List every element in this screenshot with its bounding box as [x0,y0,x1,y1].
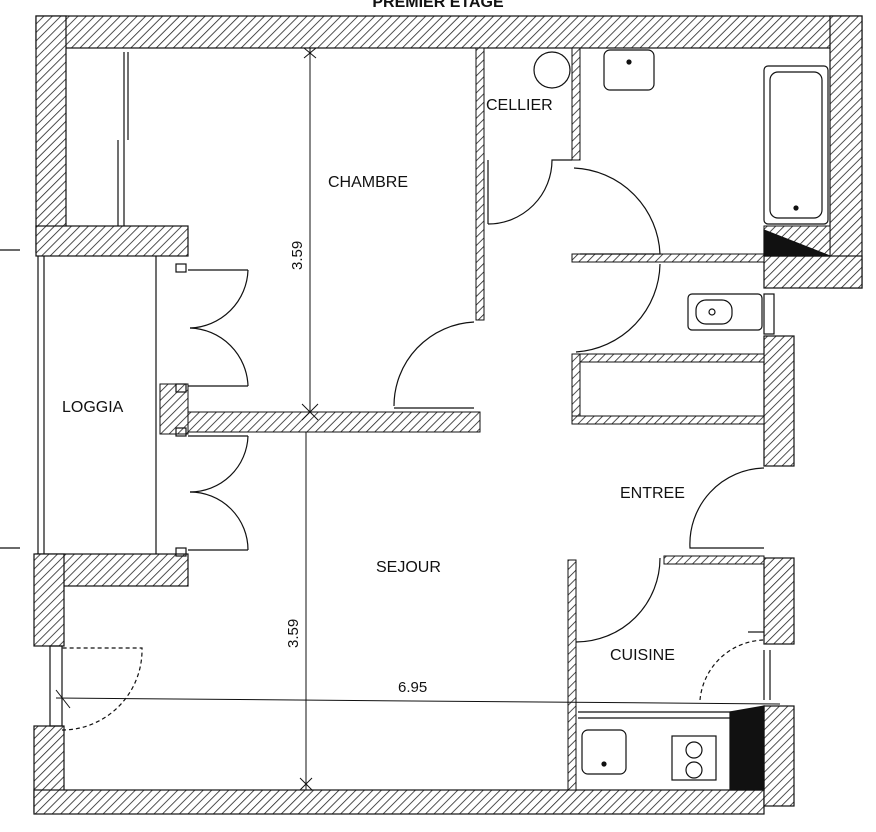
room-label-entree: ENTREE [620,485,685,502]
wall-right-low [763,557,795,645]
wall-bottom [33,789,765,815]
wall-wc-top [571,253,765,263]
wall-right-upper [829,15,863,289]
dimension-lines [55,47,781,791]
page-title: PREMIER ETAGE [372,0,504,11]
wall-chambre-sejour [159,411,481,433]
toilet-icon [687,293,763,331]
room-label-sejour: SEJOUR [376,559,441,576]
bathtub-icon [763,65,829,225]
dimension-label-sejour: 3.59 [285,618,302,648]
interior-walls [159,47,831,791]
sink-icon [581,729,627,775]
wall-right-bottom [763,705,795,807]
room-label-chambre: CHAMBRE [328,174,409,191]
wall-left-upper [35,15,67,253]
wall-cuisine-left [567,559,577,791]
doors [49,159,765,731]
exterior-walls [33,15,863,815]
wall-top [35,15,863,49]
dimension-label-chambre: 3.59 [289,240,306,270]
wall-left-lower-a [33,553,65,647]
room-label-cuisine: CUISINE [610,647,675,664]
washbasin-icon [603,49,655,91]
wall-loggia-top [35,225,189,257]
wall-right-step [763,255,863,289]
wall-right-mid [763,335,795,467]
wall-placard-bottom [571,415,765,425]
dimension-label-width: 6.95 [398,679,428,696]
room-label-loggia: LOGGIA [62,399,124,416]
loggia [0,249,157,554]
wall-cuisine-top [663,555,765,565]
room-label-cellier: CELLIER [486,97,553,114]
wall-cellier-left [475,47,485,321]
water-heater-icon [533,51,571,89]
stove-icon [671,735,717,781]
fixtures [533,49,831,791]
wall-wc-bottom [571,353,765,363]
wall-placard-left [571,353,581,425]
wall-cellier-right [571,47,581,161]
